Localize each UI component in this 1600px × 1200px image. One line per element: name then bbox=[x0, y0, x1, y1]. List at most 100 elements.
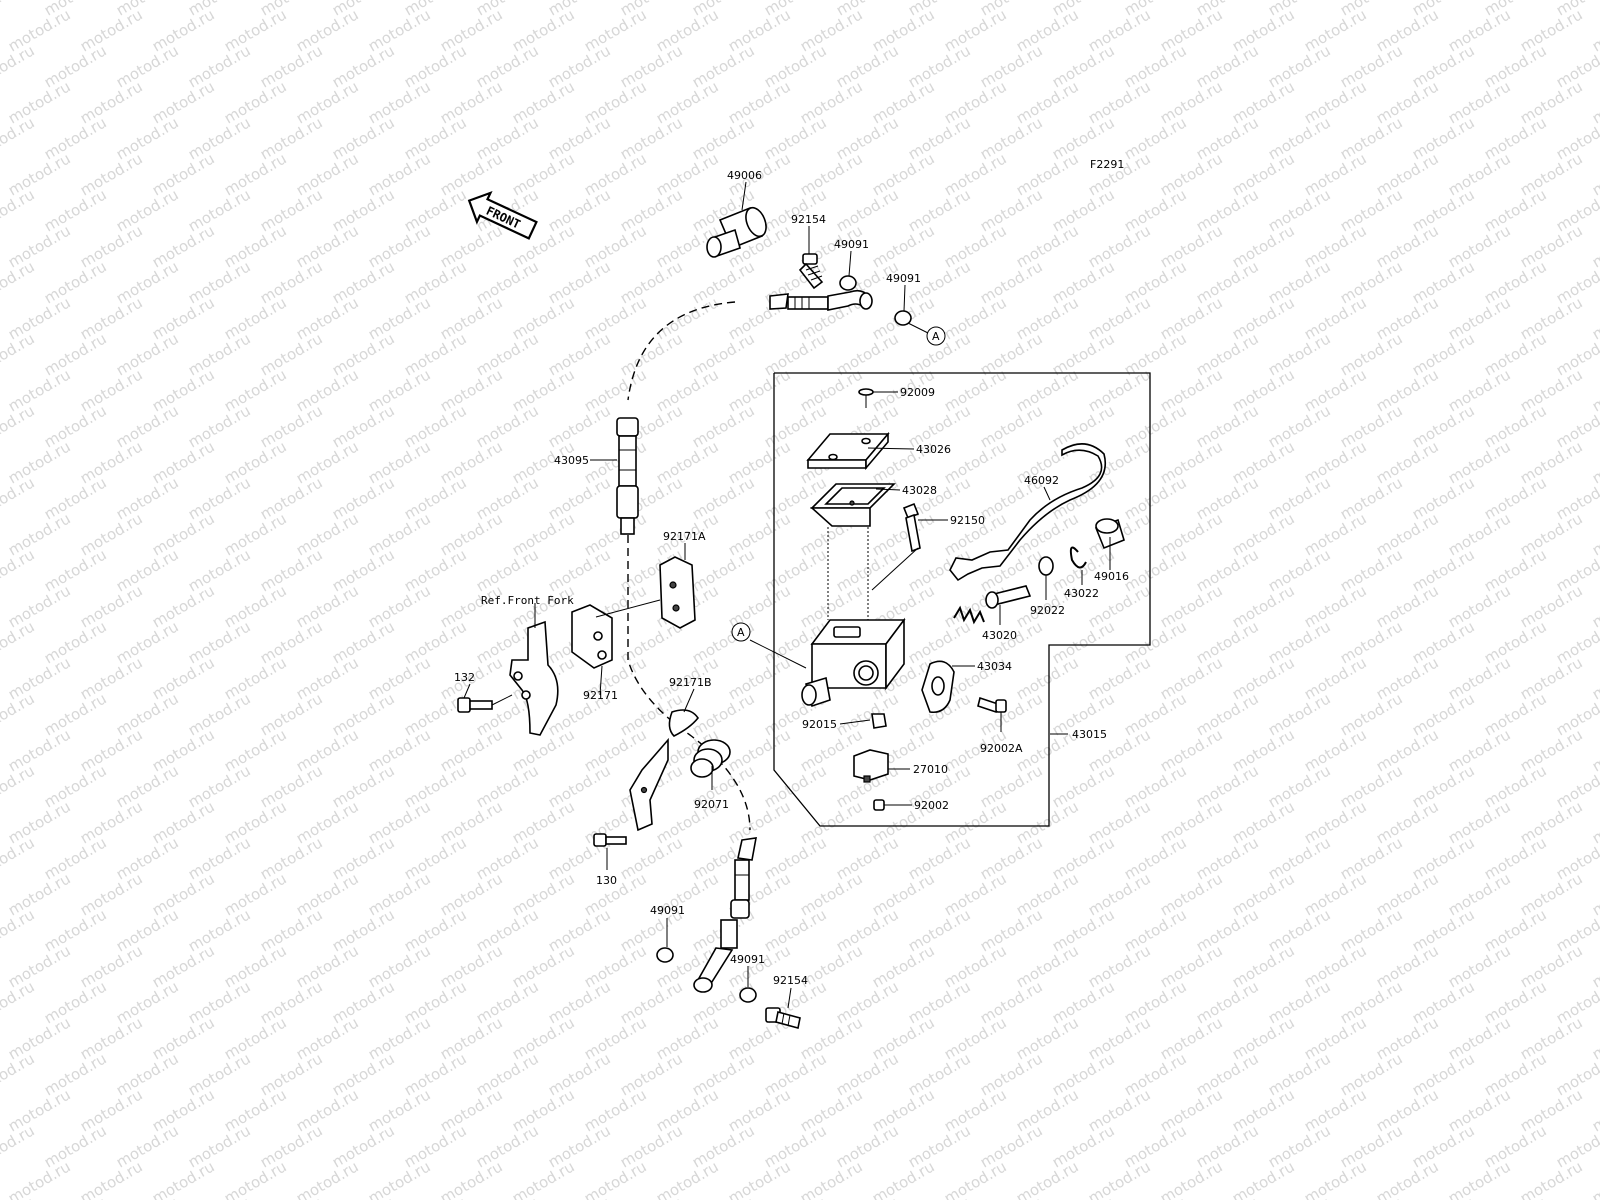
watermark-text: motod.ru bbox=[437, 797, 506, 847]
watermark-text: motod.ru bbox=[761, 905, 830, 955]
watermark-text: motod.ru bbox=[1589, 365, 1600, 415]
watermark-text: motod.ru bbox=[1445, 1157, 1514, 1200]
watermark-text: motod.ru bbox=[1085, 797, 1154, 847]
watermark-text: motod.ru bbox=[401, 1193, 470, 1200]
watermark-text: motod.ru bbox=[905, 1193, 974, 1200]
watermark-text: motod.ru bbox=[725, 1085, 794, 1135]
watermark-text: motod.ru bbox=[365, 5, 434, 55]
watermark-text: motod.ru bbox=[905, 905, 974, 955]
watermark-text: motod.ru bbox=[257, 761, 326, 811]
watermark-text: motod.ru bbox=[941, 293, 1010, 343]
watermark-text: motod.ru bbox=[113, 401, 182, 451]
watermark-text: motod.ru bbox=[1157, 1085, 1226, 1135]
watermark-text: motod.ru bbox=[1301, 1013, 1370, 1063]
watermark-text: motod.ru bbox=[1445, 437, 1514, 487]
watermark-text: motod.ru bbox=[1013, 1157, 1082, 1200]
watermark-text: motod.ru bbox=[77, 149, 146, 199]
watermark-text: motod.ru bbox=[0, 725, 2, 775]
watermark-text: motod.ru bbox=[1301, 725, 1370, 775]
watermark-text: motod.ru bbox=[617, 833, 686, 883]
watermark-text: motod.ru bbox=[365, 725, 434, 775]
watermark-text: motod.ru bbox=[437, 365, 506, 415]
watermark-text: motod.ru bbox=[653, 365, 722, 415]
watermark-text: motod.ru bbox=[185, 1121, 254, 1171]
watermark-text: motod.ru bbox=[1229, 77, 1298, 127]
watermark-text: motod.ru bbox=[1193, 41, 1262, 91]
watermark-text: motod.ru bbox=[0, 1121, 38, 1171]
watermark-text: motod.ru bbox=[41, 113, 110, 163]
watermark-text: motod.ru bbox=[257, 545, 326, 595]
watermark-text: motod.ru bbox=[0, 473, 38, 523]
watermark-text: motod.ru bbox=[689, 1193, 758, 1200]
watermark-text: motod.ru bbox=[113, 473, 182, 523]
watermark-text: motod.ru bbox=[1517, 1085, 1586, 1135]
watermark-text: motod.ru bbox=[581, 293, 650, 343]
watermark-text: motod.ru bbox=[689, 473, 758, 523]
watermark-text: motod.ru bbox=[473, 1121, 542, 1171]
watermark-text: motod.ru bbox=[1157, 293, 1226, 343]
watermark-text: motod.ru bbox=[0, 149, 2, 199]
watermark-text: motod.ru bbox=[1085, 653, 1154, 703]
watermark-text: motod.ru bbox=[365, 941, 434, 991]
watermark-text: motod.ru bbox=[833, 113, 902, 163]
watermark-text: motod.ru bbox=[437, 869, 506, 919]
watermark-text: motod.ru bbox=[0, 437, 2, 487]
watermark-text: motod.ru bbox=[0, 689, 38, 739]
label-92154-bot: 92154 bbox=[773, 974, 808, 987]
watermark-text: motod.ru bbox=[1517, 869, 1586, 919]
watermark-text: motod.ru bbox=[1085, 1157, 1154, 1200]
label-92171B: 92171B bbox=[669, 676, 712, 689]
watermark-text: motod.ru bbox=[1049, 329, 1118, 379]
watermark-text: motod.ru bbox=[41, 545, 110, 595]
watermark-text: motod.ru bbox=[113, 41, 182, 91]
watermark-text: motod.ru bbox=[0, 329, 38, 379]
watermark-text: motod.ru bbox=[833, 545, 902, 595]
watermark-text: motod.ru bbox=[1157, 149, 1226, 199]
watermark-text: motod.ru bbox=[941, 797, 1010, 847]
watermark-text: motod.ru bbox=[653, 293, 722, 343]
watermark-text: motod.ru bbox=[617, 977, 686, 1027]
label-92009: 92009 bbox=[900, 386, 935, 399]
watermark-text: motod.ru bbox=[1301, 77, 1370, 127]
watermark-text: motod.ru bbox=[1373, 1013, 1442, 1063]
watermark-text: motod.ru bbox=[77, 797, 146, 847]
watermark-text: motod.ru bbox=[725, 581, 794, 631]
watermark-text: motod.ru bbox=[1337, 689, 1406, 739]
watermark-text: motod.ru bbox=[473, 41, 542, 91]
watermark-text: motod.ru bbox=[149, 869, 218, 919]
watermark-text: motod.ru bbox=[77, 1157, 146, 1200]
watermark-text: motod.ru bbox=[293, 941, 362, 991]
watermark-text: motod.ru bbox=[617, 113, 686, 163]
watermark-text: motod.ru bbox=[473, 1193, 542, 1200]
watermark-text: motod.ru bbox=[581, 1157, 650, 1200]
watermark-text: motod.ru bbox=[761, 1193, 830, 1200]
watermark-text: motod.ru bbox=[1121, 1121, 1190, 1171]
watermark-text: motod.ru bbox=[869, 149, 938, 199]
watermark-text: motod.ru bbox=[1481, 1121, 1550, 1171]
watermark-text: motod.ru bbox=[1481, 617, 1550, 667]
watermark-text: motod.ru bbox=[1193, 761, 1262, 811]
watermark-text: motod.ru bbox=[0, 1085, 2, 1135]
watermark-text: motod.ru bbox=[1085, 221, 1154, 271]
watermark-text: motod.ru bbox=[1013, 5, 1082, 55]
watermark-text: motod.ru bbox=[941, 581, 1010, 631]
watermark-text: motod.ru bbox=[1517, 149, 1586, 199]
watermark-text: motod.ru bbox=[1121, 113, 1190, 163]
watermark-text: motod.ru bbox=[473, 113, 542, 163]
watermark-text: motod.ru bbox=[293, 1157, 362, 1200]
watermark-text: motod.ru bbox=[113, 977, 182, 1027]
watermark-text: motod.ru bbox=[185, 257, 254, 307]
watermark-text: motod.ru bbox=[509, 5, 578, 55]
watermark-text: motod.ru bbox=[0, 293, 2, 343]
watermark-text: motod.ru bbox=[5, 149, 74, 199]
watermark-text: motod.ru bbox=[1013, 221, 1082, 271]
watermark-text: motod.ru bbox=[1337, 761, 1406, 811]
watermark-text: motod.ru bbox=[1265, 1193, 1334, 1200]
watermark-text: motod.ru bbox=[1373, 869, 1442, 919]
watermark-text: motod.ru bbox=[545, 1193, 614, 1200]
watermark-text: motod.ru bbox=[1373, 293, 1442, 343]
watermark-text: motod.ru bbox=[1265, 761, 1334, 811]
watermark-text: motod.ru bbox=[1085, 869, 1154, 919]
watermark-text: motod.ru bbox=[941, 437, 1010, 487]
watermark-text: motod.ru bbox=[5, 1157, 74, 1200]
